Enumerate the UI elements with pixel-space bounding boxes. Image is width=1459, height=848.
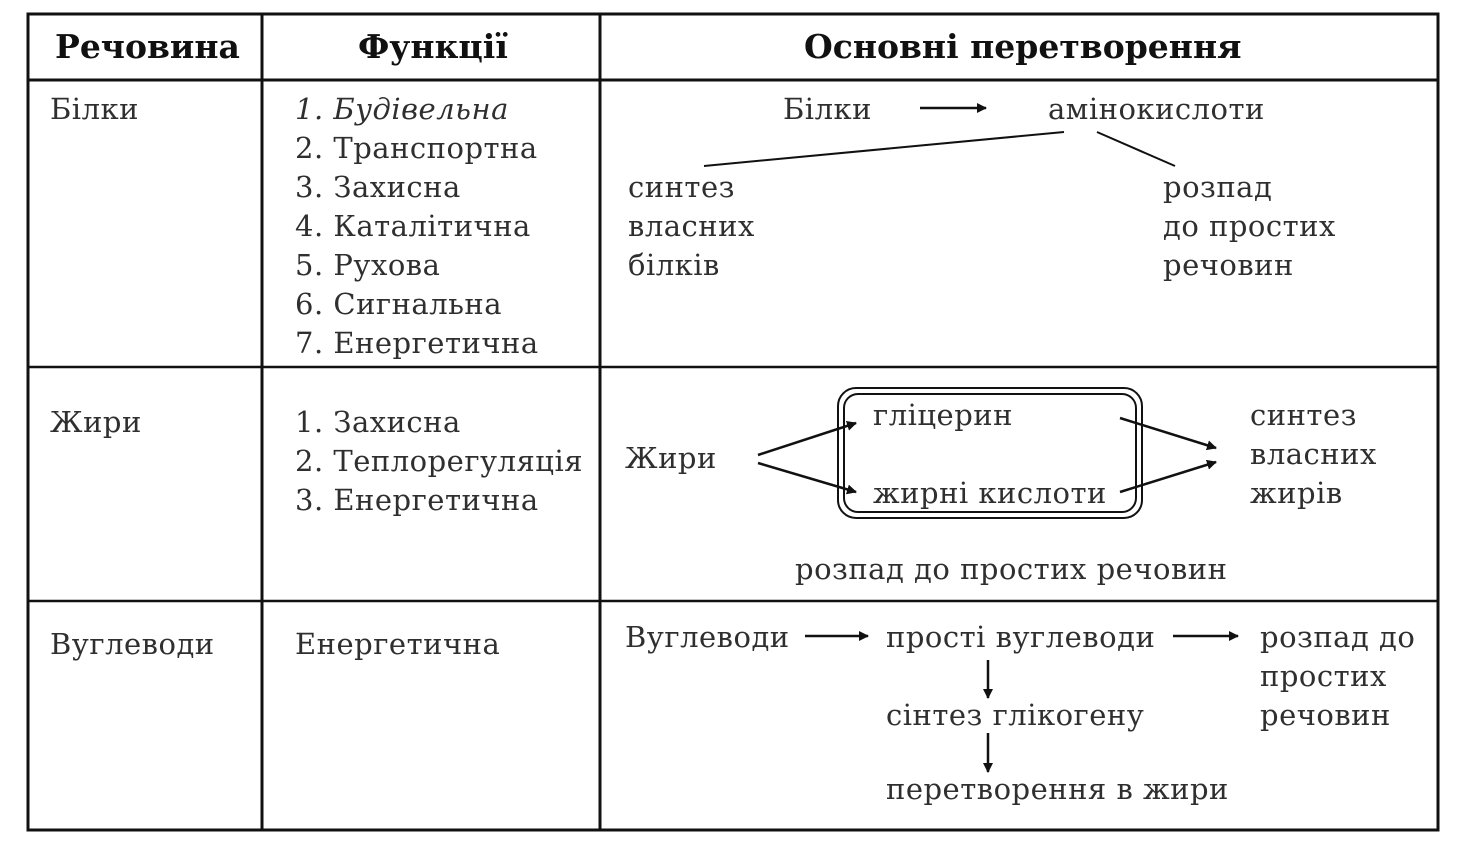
row3-diagram-start: Вуглеводи [625,620,790,654]
row1-function-2: 2. Транспортна [295,131,538,165]
fat-components-box-inner [843,393,1137,513]
row2-function-3: 3. Енергетична [295,483,539,517]
row3-right-1: розпад до [1260,620,1416,654]
header-substance: Речовина [55,27,240,66]
row1-function-6: 6. Сигнальна [295,287,503,321]
row1-function-3: 3. Захисна [295,170,461,204]
row3-simple: прості вуглеводи [886,620,1156,654]
row1-diagram-product: амінокислоти [1048,92,1265,126]
branch-synthesis [703,131,1065,167]
row1-right-branch-3: речовин [1163,248,1294,282]
row1-right-branch-2: до простих [1163,209,1336,243]
row2-right-2: власних [1250,437,1377,471]
arrow-fats-to-glycerol [757,421,857,457]
arrow-fats-to-fattyacids [757,461,857,495]
row1-substance: Білки [50,92,139,126]
row3-function-1: Енергетична [295,627,501,661]
row3-right-3: речовин [1260,698,1391,732]
row2-right-3: жирів [1250,476,1343,510]
row2-box-top: гліцерин [873,398,1013,432]
row1-left-branch-1: синтез [628,170,735,204]
row1-function-7: 7. Енергетична [295,326,539,360]
branch-breakdown [1096,131,1176,167]
row2-box-bottom: жирні кислоти [873,476,1107,510]
row1-function-4: 4. Каталітична [295,209,531,243]
row3-glycogen: сінтез глікогену [886,698,1145,732]
row3-fats: перетворення в жири [886,772,1229,806]
row3-substance: Вуглеводи [50,627,215,661]
row2-function-1: 1. Захисна [295,405,461,439]
row2-right-1: синтез [1250,398,1357,432]
header-transformations: Основні перетворення [804,27,1242,66]
arrow-glycerol-to-synthesis [1119,416,1217,451]
row2-diagram-start: Жири [625,441,717,475]
arrow-fattyacids-to-synthesis [1119,459,1217,494]
row3-right-2: простих [1260,659,1387,693]
row1-left-branch-3: білків [628,248,720,282]
row2-bottom: розпад до простих речовин [795,552,1228,586]
row1-diagram-start: Білки [783,92,872,126]
row2-substance: Жири [50,405,142,439]
row1-right-branch-1: розпад [1163,170,1273,204]
fat-components-box-outer [837,387,1143,519]
row1-function-5: 5. Рухова [295,248,441,282]
row2-function-2: 2. Теплорегуляція [295,444,584,478]
row1-left-branch-2: власних [628,209,755,243]
header-functions: Функції [358,27,508,66]
row1-function-1: 1. Будівельна [295,92,509,126]
